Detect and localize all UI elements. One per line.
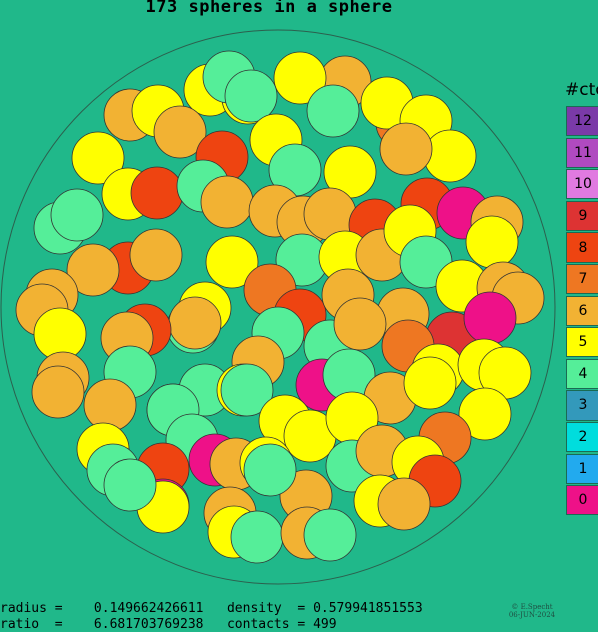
sphere xyxy=(224,69,278,123)
sphere xyxy=(333,297,387,351)
legend-item-6: 6 xyxy=(566,295,598,326)
legend-item-1: 1 xyxy=(566,453,598,484)
legend-item-12: 12 xyxy=(566,106,598,137)
legend-item-3: 3 xyxy=(566,390,598,421)
sphere xyxy=(463,291,517,345)
sphere xyxy=(303,508,357,562)
sphere xyxy=(205,235,259,289)
sphere xyxy=(243,443,297,497)
credit-text: © E.Specht 06-JUN-2024 xyxy=(497,603,567,619)
sphere xyxy=(50,188,104,242)
sphere xyxy=(71,131,125,185)
sphere xyxy=(377,477,431,531)
page-title: 173 spheres in a sphere xyxy=(145,0,393,17)
sphere xyxy=(306,84,360,138)
container-sphere-outline xyxy=(0,29,556,585)
sphere xyxy=(168,296,222,350)
credit-author: © E.Specht xyxy=(511,603,553,611)
sphere xyxy=(130,166,184,220)
legend-item-0: 0 xyxy=(566,485,598,516)
sphere xyxy=(200,175,254,229)
sphere xyxy=(153,105,207,159)
sphere xyxy=(458,387,512,441)
sphere xyxy=(230,510,284,564)
sphere xyxy=(273,51,327,105)
credit-date: 06-JUN-2024 xyxy=(508,611,556,619)
legend-item-8: 8 xyxy=(566,232,598,263)
sphere xyxy=(465,215,519,269)
sphere xyxy=(220,363,274,417)
legend-item-2: 2 xyxy=(566,421,598,453)
sphere xyxy=(129,228,183,282)
stats-radius-density: radius = 0.149662426611 density = 0.5799… xyxy=(0,601,423,616)
sphere xyxy=(83,378,137,432)
legend-item-10: 10 xyxy=(566,169,598,200)
sphere-packing-view xyxy=(0,29,556,585)
sphere xyxy=(403,356,457,410)
packed-spheres xyxy=(15,50,545,564)
stats-ratio-contacts: ratio = 6.681703769238 contacts = 499 xyxy=(0,617,337,632)
legend-item-9: 9 xyxy=(566,200,598,232)
legend-title: #ctc xyxy=(565,80,598,100)
sphere xyxy=(66,243,120,297)
legend-item-4: 4 xyxy=(566,358,598,390)
legend-item-7: 7 xyxy=(566,263,598,295)
sphere xyxy=(31,365,85,419)
legend-item-5: 5 xyxy=(566,327,598,358)
legend-item-11: 11 xyxy=(566,137,598,168)
sphere xyxy=(103,458,157,512)
sphere xyxy=(423,129,477,183)
sphere xyxy=(379,122,433,176)
